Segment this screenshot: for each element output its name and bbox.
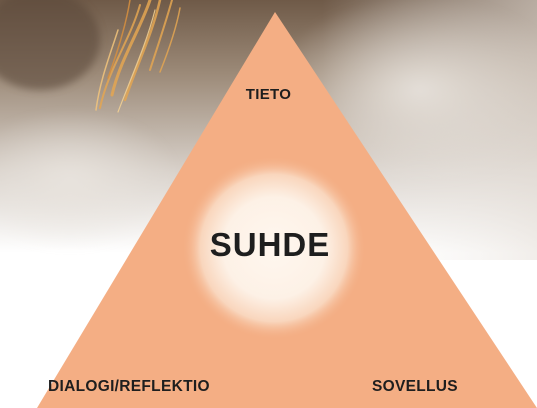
center-glow: [182, 156, 366, 340]
top-label: TIETO: [245, 86, 292, 103]
straw-strands: [95, 0, 181, 113]
center-label: SUHDE: [209, 226, 331, 263]
bottom-left-label: DIALOGI/REFLEKTIO: [48, 378, 210, 395]
bottom-right-label: SOVELLUS: [372, 378, 458, 395]
